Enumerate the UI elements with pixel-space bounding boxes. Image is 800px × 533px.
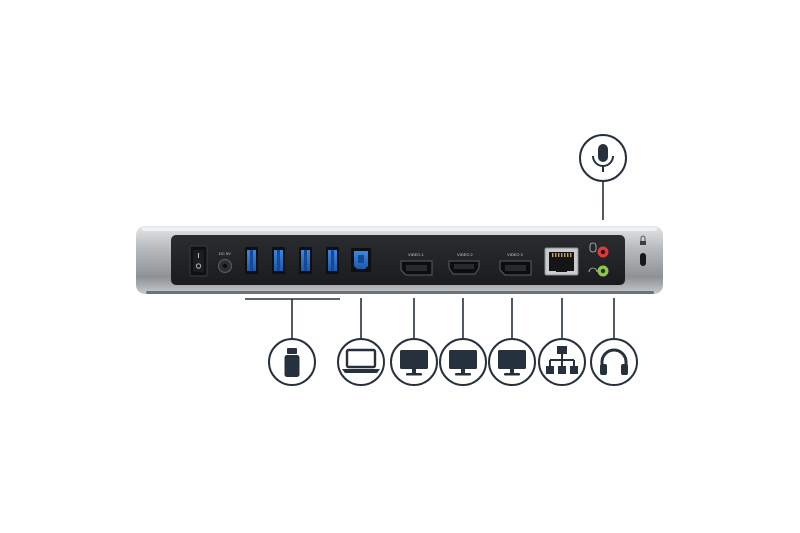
callout-lines [245, 181, 615, 338]
microphone-callout [579, 134, 627, 182]
microphone-jack [589, 242, 609, 258]
usb-a-port [326, 247, 339, 274]
usb-b-host-port [351, 248, 371, 272]
monitor-icon [400, 350, 428, 376]
network-icon [546, 346, 578, 374]
usb-a-port [245, 247, 258, 274]
video3-callout [488, 338, 536, 386]
video1-callout [390, 338, 438, 386]
monitor-icon [498, 350, 526, 376]
power-switch [189, 245, 208, 277]
video1-label: VIDEO 1 [408, 252, 425, 257]
microphone-icon [592, 144, 614, 172]
docking-station: DC 5V [136, 226, 663, 294]
usb-a-port [272, 247, 285, 274]
video3-label: VIDEO 3 [507, 252, 524, 257]
host-callout [337, 338, 385, 386]
dock-bottom-shadow [146, 291, 654, 294]
ethernet-port [544, 247, 579, 276]
usb-a-port [299, 247, 312, 274]
ethernet-callout [538, 338, 586, 386]
video2-callout [439, 338, 487, 386]
headset-callout [590, 338, 638, 386]
video2-label: VIDEO 2 [457, 252, 474, 257]
dc-in-label: DC 5V [219, 251, 231, 256]
laptop-icon [342, 348, 380, 373]
displayport-video3: VIDEO 3 [499, 252, 532, 276]
dock-top-edge [142, 227, 657, 231]
security-lock-slot [640, 235, 646, 266]
usb-callout [268, 338, 316, 386]
monitor-icon [449, 350, 477, 376]
usb-drive-icon [284, 348, 300, 377]
displayport-video1: VIDEO 1 [400, 252, 433, 276]
headphones-icon [600, 348, 628, 375]
headphone-jack [588, 265, 609, 277]
dc-power-jack: DC 5V [217, 251, 233, 274]
hdmi-video2: VIDEO 2 [448, 252, 480, 275]
